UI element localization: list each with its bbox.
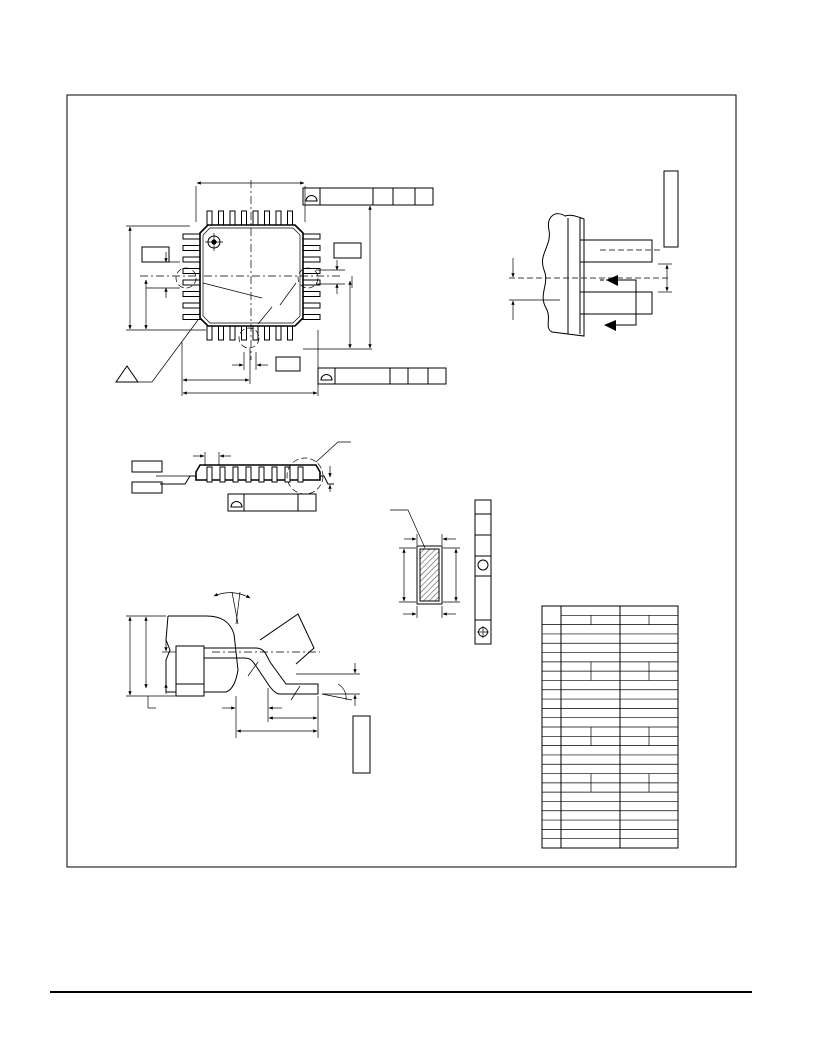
package-side-view [132, 442, 351, 511]
note-triangle-icon [116, 366, 138, 382]
left-leads [183, 234, 200, 320]
feature-control-frame-side [228, 494, 316, 511]
solid-arrow-lower [604, 320, 616, 331]
package-body-inner [203, 228, 300, 323]
detail-circle-side [287, 458, 323, 494]
side-gull-wing-right [320, 476, 334, 484]
lead-detail-view [126, 592, 370, 773]
lead [207, 211, 212, 225]
note-leader-line [138, 320, 198, 382]
right-leads [303, 234, 320, 320]
side-lead [207, 467, 212, 482]
detail-circle-bottom [239, 328, 259, 348]
detail-lead-block [176, 646, 204, 696]
datum-box-right [334, 243, 361, 258]
lead [303, 315, 320, 320]
lead [183, 234, 200, 239]
leader-line [280, 283, 296, 305]
lower-lead-body [580, 292, 652, 314]
side-lead [298, 467, 303, 482]
profile-symbol [231, 502, 242, 507]
datum-box-detail [353, 716, 370, 773]
lead [183, 246, 200, 251]
circle-symbol [478, 560, 488, 570]
break-outline [542, 214, 584, 336]
lead [183, 269, 200, 274]
side-body [196, 465, 320, 480]
lead [230, 211, 235, 225]
lead [183, 292, 200, 297]
lead [276, 211, 281, 225]
lead [265, 326, 270, 340]
lead [183, 280, 200, 285]
detail-gull-wing-lead [204, 648, 318, 694]
feature-control-frame-top [303, 188, 433, 205]
leader-line [258, 307, 272, 324]
lead [242, 211, 247, 225]
profile-symbol [321, 375, 332, 381]
lead-section-view [390, 500, 491, 644]
lead-section-outline [417, 546, 442, 604]
profile-symbol [306, 196, 317, 202]
side-gull-wing-left [160, 476, 196, 484]
lead [288, 326, 293, 340]
side-lead [220, 467, 225, 482]
side-lead [246, 467, 251, 482]
lead [303, 246, 320, 251]
side-lead [233, 467, 238, 482]
package-top-view [116, 180, 446, 396]
datum-box-side-upper [132, 461, 162, 472]
lead [207, 326, 212, 340]
leader-line [203, 283, 262, 298]
pin-one-indicator [205, 233, 223, 251]
datum-box-left [142, 247, 169, 262]
upper-lead-body [580, 240, 652, 262]
lead [303, 292, 320, 297]
side-lead [285, 467, 290, 482]
lead [219, 211, 224, 225]
lead [265, 211, 270, 225]
datum-detail-view [509, 171, 678, 336]
lead [288, 211, 293, 225]
feature-control-frame-vertical [475, 500, 491, 644]
lead [183, 315, 200, 320]
lead [183, 303, 200, 308]
solid-arrow-upper [606, 275, 618, 286]
lead [230, 326, 235, 340]
lead-section-hatched [420, 549, 439, 601]
feature-control-frame-bottom [318, 368, 446, 384]
lead [303, 269, 320, 274]
detail-circle-left [176, 268, 196, 288]
top-leads [207, 211, 293, 225]
datum-box-bottom [276, 357, 300, 371]
side-lead [272, 467, 277, 482]
lead [276, 326, 281, 340]
lead [219, 326, 224, 340]
lead [183, 257, 200, 262]
datum-box-side-lower [132, 482, 162, 493]
side-lead [259, 467, 264, 482]
lead [242, 326, 247, 340]
lead [253, 326, 258, 340]
side-lead-stubs [207, 467, 303, 482]
lead [303, 257, 320, 262]
lead [303, 303, 320, 308]
lead [253, 211, 258, 225]
dimension-table [542, 606, 678, 848]
datum-box-tall [664, 171, 678, 247]
position-symbol [477, 626, 489, 638]
detail-circle-right [298, 268, 318, 288]
package-body-outline [200, 225, 303, 326]
lead [303, 234, 320, 239]
drawing-frame [67, 95, 736, 867]
